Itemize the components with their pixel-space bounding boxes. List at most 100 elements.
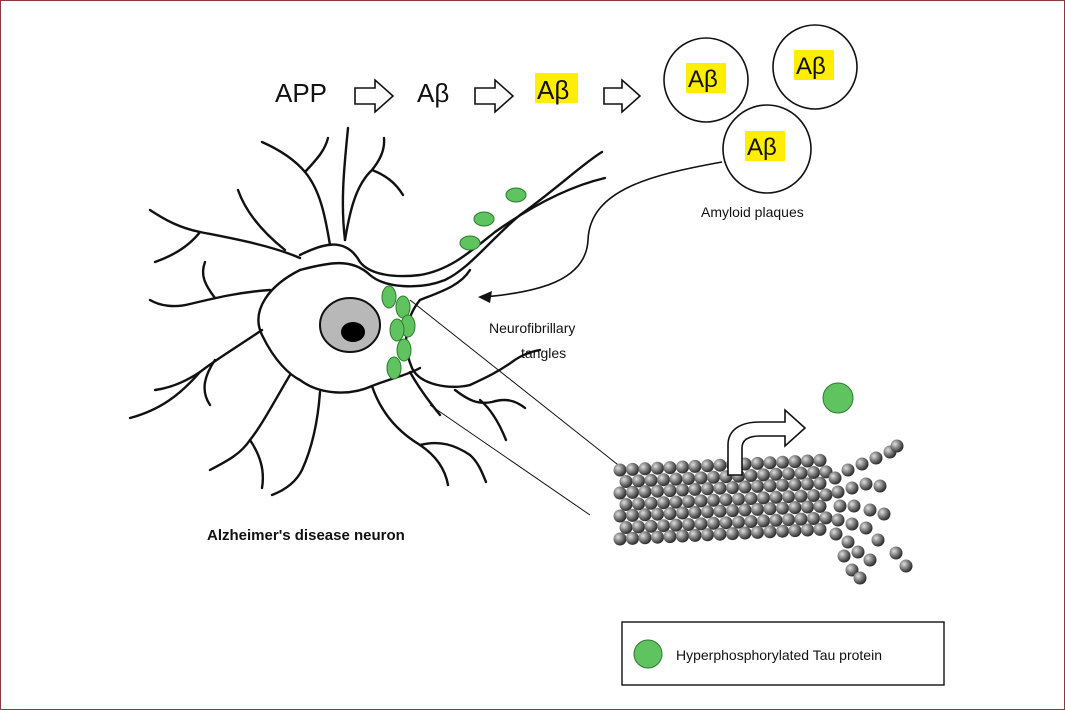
- tubulin-bead: [688, 482, 702, 496]
- tubulin-bead: [626, 485, 639, 499]
- tubulin-bead: [657, 496, 670, 510]
- tubulin-bead: [744, 469, 758, 482]
- dendrite: [248, 438, 264, 490]
- tubulin-bead: [751, 456, 764, 470]
- tubulin-bead: [613, 509, 627, 523]
- tubulin-bead: [869, 451, 883, 465]
- dendrite: [148, 208, 302, 260]
- tubulin-bead: [769, 467, 783, 481]
- tubulin-bead: [701, 528, 714, 542]
- dendrite: [201, 260, 217, 300]
- tubulin-bead: [801, 454, 814, 468]
- tau-tangles-axon: [459, 187, 527, 251]
- tubulin-bead: [626, 531, 639, 545]
- tubulin-bead: [738, 526, 752, 540]
- tubulin-bead: [813, 499, 827, 513]
- abeta-oligomer-label: Aβ: [537, 75, 569, 105]
- tubulin-bead: [801, 523, 814, 537]
- tubulin-bead: [841, 535, 855, 549]
- tubulin-bead: [638, 485, 652, 499]
- arrowhead-icon: [478, 291, 492, 303]
- plaque-label: Aβ: [747, 134, 777, 161]
- tubulin-bead: [613, 486, 627, 500]
- tubulin-bead: [776, 455, 789, 469]
- abeta-monomer-label: Aβ: [417, 78, 449, 108]
- tubulin-bead: [801, 477, 814, 491]
- tau-protein: [473, 211, 495, 227]
- tubulin-bead: [845, 563, 859, 577]
- tubulin-bead: [663, 484, 677, 498]
- tubulin-bead: [676, 483, 689, 497]
- tubulin-bead: [701, 505, 714, 519]
- abeta-highlight: [535, 73, 578, 103]
- amyloid-plaques: Aβ Aβ Aβ Amyloid plaques: [663, 24, 858, 220]
- dendrite: [370, 168, 405, 197]
- zoom-line: [409, 299, 623, 469]
- tubulin-bead: [732, 515, 745, 529]
- tubulin-bead: [713, 458, 727, 472]
- tubulin-bead: [638, 531, 652, 545]
- plaque-highlight: [794, 50, 834, 80]
- tubulin-bead: [847, 499, 861, 513]
- tau-protein: [381, 285, 397, 309]
- tubulin-bead: [776, 478, 789, 492]
- tubulin-bead: [807, 489, 820, 502]
- tubulin-bead: [873, 479, 887, 493]
- plaque-to-tangle-arrow: [483, 161, 723, 298]
- tubulin-bead: [676, 460, 689, 474]
- tubulin-bead: [632, 497, 645, 511]
- tubulin-bead: [763, 456, 777, 470]
- plaque-highlight: [686, 63, 726, 93]
- tubulin-bead: [626, 462, 639, 476]
- tubulin-bead: [682, 472, 695, 485]
- dendrite: [408, 370, 442, 417]
- tubulin-bead: [845, 517, 859, 531]
- dendrite: [153, 230, 202, 264]
- tubulin-bead: [707, 470, 720, 484]
- tubulin-bead: [713, 504, 727, 518]
- tubulin-bead: [694, 517, 708, 531]
- tubulin-bead: [831, 485, 845, 499]
- tubulin-bead: [807, 466, 820, 479]
- tubulin-bead: [788, 501, 802, 515]
- tubulin-bead: [751, 502, 764, 516]
- tubulin-bead: [738, 480, 752, 494]
- tubulin-bead: [831, 513, 845, 527]
- tubulin-bead: [688, 505, 702, 519]
- tubulin-bead: [632, 520, 645, 534]
- tubulin-bead: [719, 516, 733, 530]
- tubulin-bead: [757, 468, 770, 482]
- tau-protein: [396, 338, 412, 362]
- dendrite: [208, 373, 292, 472]
- tubulin-bead: [701, 459, 714, 473]
- dendrite: [418, 441, 488, 484]
- tubulin-bead: [619, 521, 633, 534]
- plaque-label: Aβ: [796, 53, 826, 80]
- tubulin-bead: [713, 481, 727, 495]
- tubulin-bead: [651, 484, 664, 498]
- tubulin-bead: [757, 491, 770, 505]
- app-label: APP: [275, 78, 327, 108]
- tubulin-bead: [644, 519, 658, 533]
- tubulin-bead: [813, 476, 827, 490]
- tubulin-bead: [651, 461, 664, 475]
- tubulin-bead: [763, 525, 777, 539]
- tubulin-bead: [782, 467, 795, 481]
- tubulin-bead: [859, 521, 873, 535]
- tau-protein: [389, 318, 405, 342]
- tubulin-bead: [889, 546, 903, 560]
- tubulin-bead: [707, 493, 720, 507]
- dendrite: [128, 370, 202, 420]
- tubulin-bead: [707, 516, 720, 530]
- arrow-right-icon: [354, 78, 395, 114]
- tubulin-bead: [726, 504, 739, 518]
- tangles-label-line1: Neurofibrillary: [489, 320, 575, 336]
- dendrite: [453, 388, 527, 410]
- tubulin-bead: [626, 508, 639, 522]
- legend-label: Hyperphosphorylated Tau protein: [676, 647, 882, 663]
- tubulin-bead: [669, 495, 683, 509]
- tubulin-bead: [663, 530, 677, 544]
- tubulin-bead: [776, 524, 789, 538]
- dendrite: [343, 136, 386, 242]
- tubulin-bead: [845, 481, 859, 495]
